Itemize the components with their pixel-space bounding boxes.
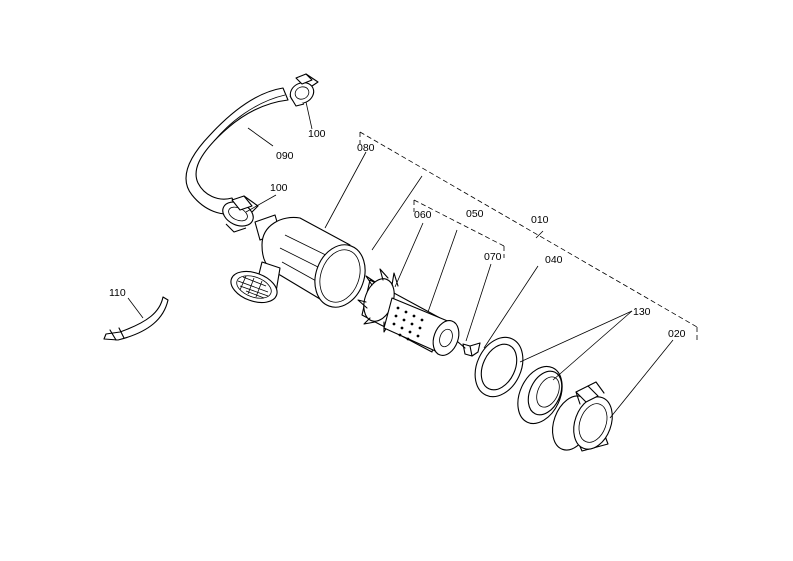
label-130: 130 — [633, 306, 651, 318]
label-060: 060 — [414, 209, 432, 221]
label-100-top: 100 — [308, 128, 326, 140]
assembly-bracket-010 — [359, 131, 698, 340]
part-100-lower-clamp — [222, 195, 259, 233]
part-130-seal-ring — [517, 365, 563, 425]
part-labels: 100 090 100 080 060 050 010 070 040 130 … — [109, 128, 686, 340]
part-100-top-clamp — [289, 73, 319, 107]
part-110-strap — [103, 296, 169, 341]
part-070-wing-nut — [457, 341, 481, 357]
label-070: 070 — [484, 251, 502, 263]
label-090: 090 — [276, 150, 294, 162]
part-040-gasket — [474, 336, 524, 398]
label-020: 020 — [668, 328, 686, 340]
leader-lines — [127, 101, 674, 419]
part-020-cover — [552, 381, 613, 452]
label-010: 010 — [531, 214, 549, 226]
assembly-bracket-050 — [413, 199, 505, 258]
label-080: 080 — [357, 142, 375, 154]
label-050: 050 — [466, 208, 484, 220]
label-100-lower: 100 — [270, 182, 288, 194]
part-080-filter-housing — [230, 214, 366, 308]
part-050-safety-element — [383, 297, 460, 356]
part-090-hose — [185, 87, 289, 215]
label-110: 110 — [109, 287, 126, 299]
label-040: 040 — [545, 254, 563, 266]
